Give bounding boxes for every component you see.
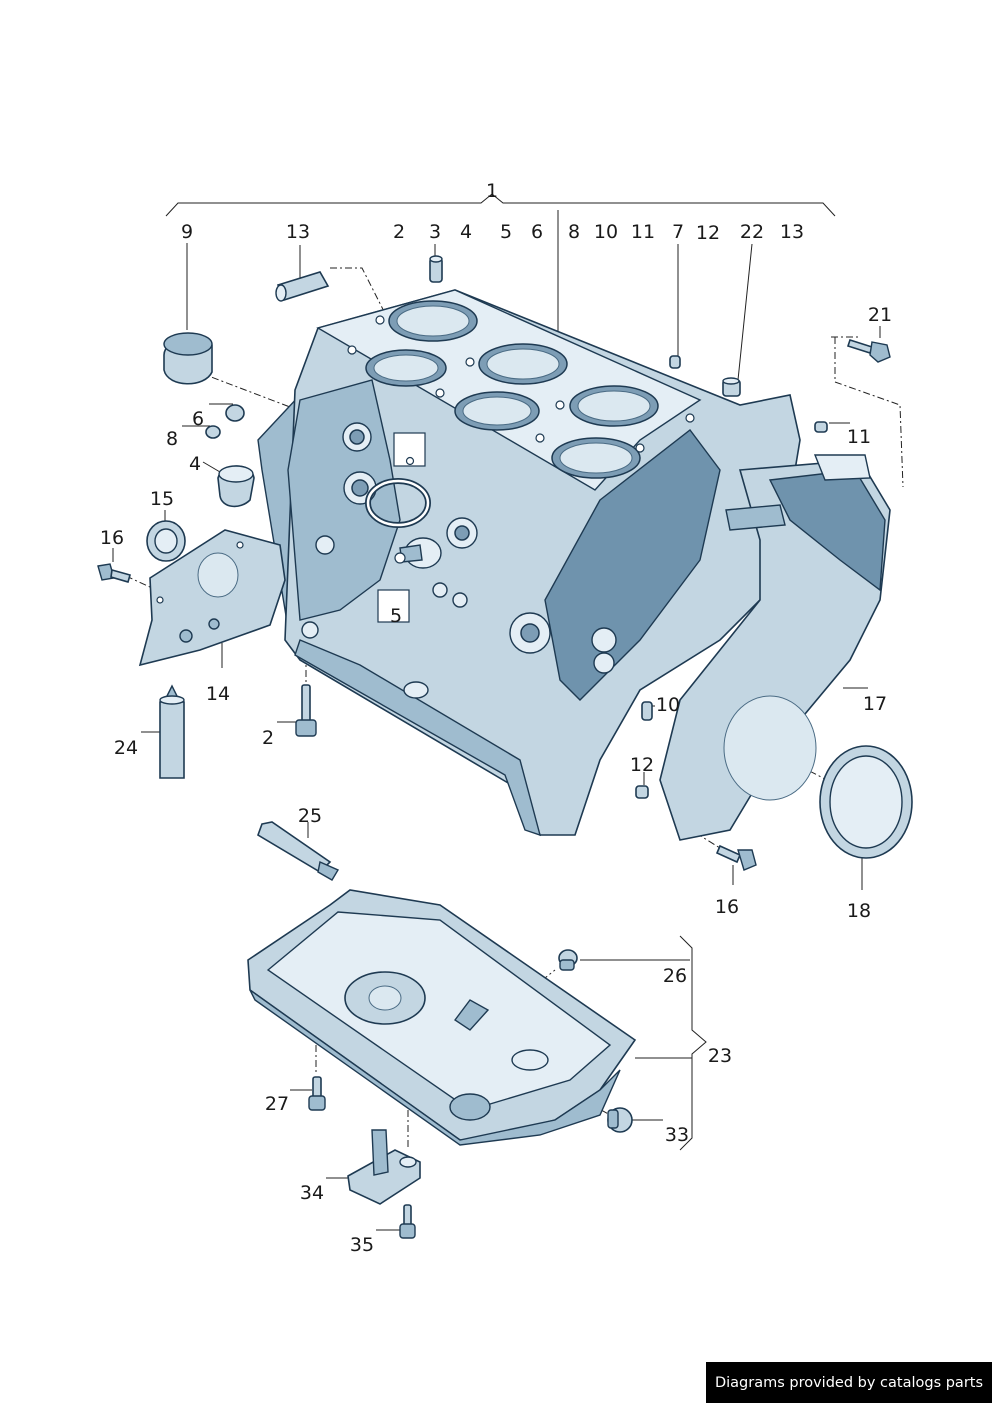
bush-4	[217, 465, 255, 508]
sealing-plug	[163, 332, 213, 385]
callout-15: 15	[150, 488, 174, 510]
callout-16-left: 16	[100, 527, 124, 549]
callout-2-top: 2	[393, 221, 405, 243]
bolt-27	[308, 1076, 326, 1111]
callout-8-top: 8	[568, 221, 580, 243]
parts-artwork	[97, 255, 913, 1239]
timing-cover-17	[659, 454, 891, 841]
dowel-10	[641, 701, 653, 721]
callout-9: 9	[181, 221, 193, 243]
seal-ring	[365, 478, 431, 528]
callout-11-top: 11	[631, 221, 655, 243]
dowel-7	[669, 355, 681, 369]
detail-box-lower	[377, 589, 410, 623]
dowel-11	[814, 421, 828, 433]
callout-4-top: 4	[460, 221, 472, 243]
callout-16-right: 16	[715, 896, 739, 918]
callout-7: 7	[672, 221, 684, 243]
callout-23: 23	[708, 1045, 732, 1067]
callout-24: 24	[114, 737, 138, 759]
bolt-35	[399, 1204, 416, 1239]
sealing-flange-14	[138, 529, 286, 667]
bolt-2	[295, 684, 317, 737]
seal-15	[146, 520, 186, 562]
callout-17: 17	[863, 693, 887, 715]
seal-ring-18	[819, 745, 913, 859]
drain-plug-33	[607, 1107, 633, 1133]
callout-1: 1	[486, 180, 498, 202]
callout-4-left: 4	[189, 453, 201, 475]
callout-8-left: 8	[166, 428, 178, 450]
dowel-sleeve-top	[275, 271, 330, 302]
dowel-sleeve-3	[429, 255, 443, 283]
callout-22: 22	[740, 221, 764, 243]
footer-text: Diagrams provided by catalogs parts	[714, 1374, 984, 1391]
callout-labels: 1 9 13 2 3 4 5 6 8 10 11 7 12 22 13 21 6…	[100, 180, 892, 1256]
callout-5-box: 5	[390, 605, 402, 627]
sealant-tube-25	[257, 821, 340, 881]
bolt-21	[846, 338, 891, 363]
callout-12-top: 12	[696, 222, 720, 244]
screw-26	[558, 949, 578, 971]
callout-11-right: 11	[847, 426, 871, 448]
callout-14: 14	[206, 683, 230, 705]
callout-26: 26	[663, 965, 687, 987]
callout-25: 25	[298, 805, 322, 827]
sleeve-22	[722, 377, 741, 397]
bolt-16-right	[715, 844, 757, 871]
plug-8	[205, 425, 221, 439]
callout-6-top: 6	[531, 221, 543, 243]
callout-10-top: 10	[594, 221, 618, 243]
callout-13-top-left: 13	[286, 221, 310, 243]
callout-12-lower: 12	[630, 754, 654, 776]
callout-34: 34	[300, 1182, 324, 1204]
sealant-tube-24	[159, 684, 185, 779]
callout-21: 21	[868, 304, 892, 326]
callout-10-lower: 10	[656, 694, 680, 716]
plug-6	[225, 404, 245, 422]
callout-2-lower: 2	[262, 727, 274, 749]
callout-13-top-right: 13	[780, 221, 804, 243]
footer-credit: Diagrams provided by catalogs parts	[706, 1362, 992, 1403]
callout-6-left: 6	[192, 408, 204, 430]
oil-pan-23	[247, 889, 637, 1146]
callout-18: 18	[847, 900, 871, 922]
callout-3: 3	[429, 221, 441, 243]
dowel-12	[635, 785, 649, 799]
oil-nozzle	[394, 537, 442, 569]
callout-33: 33	[665, 1124, 689, 1146]
callout-27: 27	[265, 1093, 289, 1115]
callout-5-top: 5	[500, 221, 512, 243]
cylinder-block	[257, 289, 801, 837]
callout-35: 35	[350, 1234, 374, 1256]
sensor-34	[347, 1129, 421, 1205]
bolt-16-left	[97, 563, 131, 583]
